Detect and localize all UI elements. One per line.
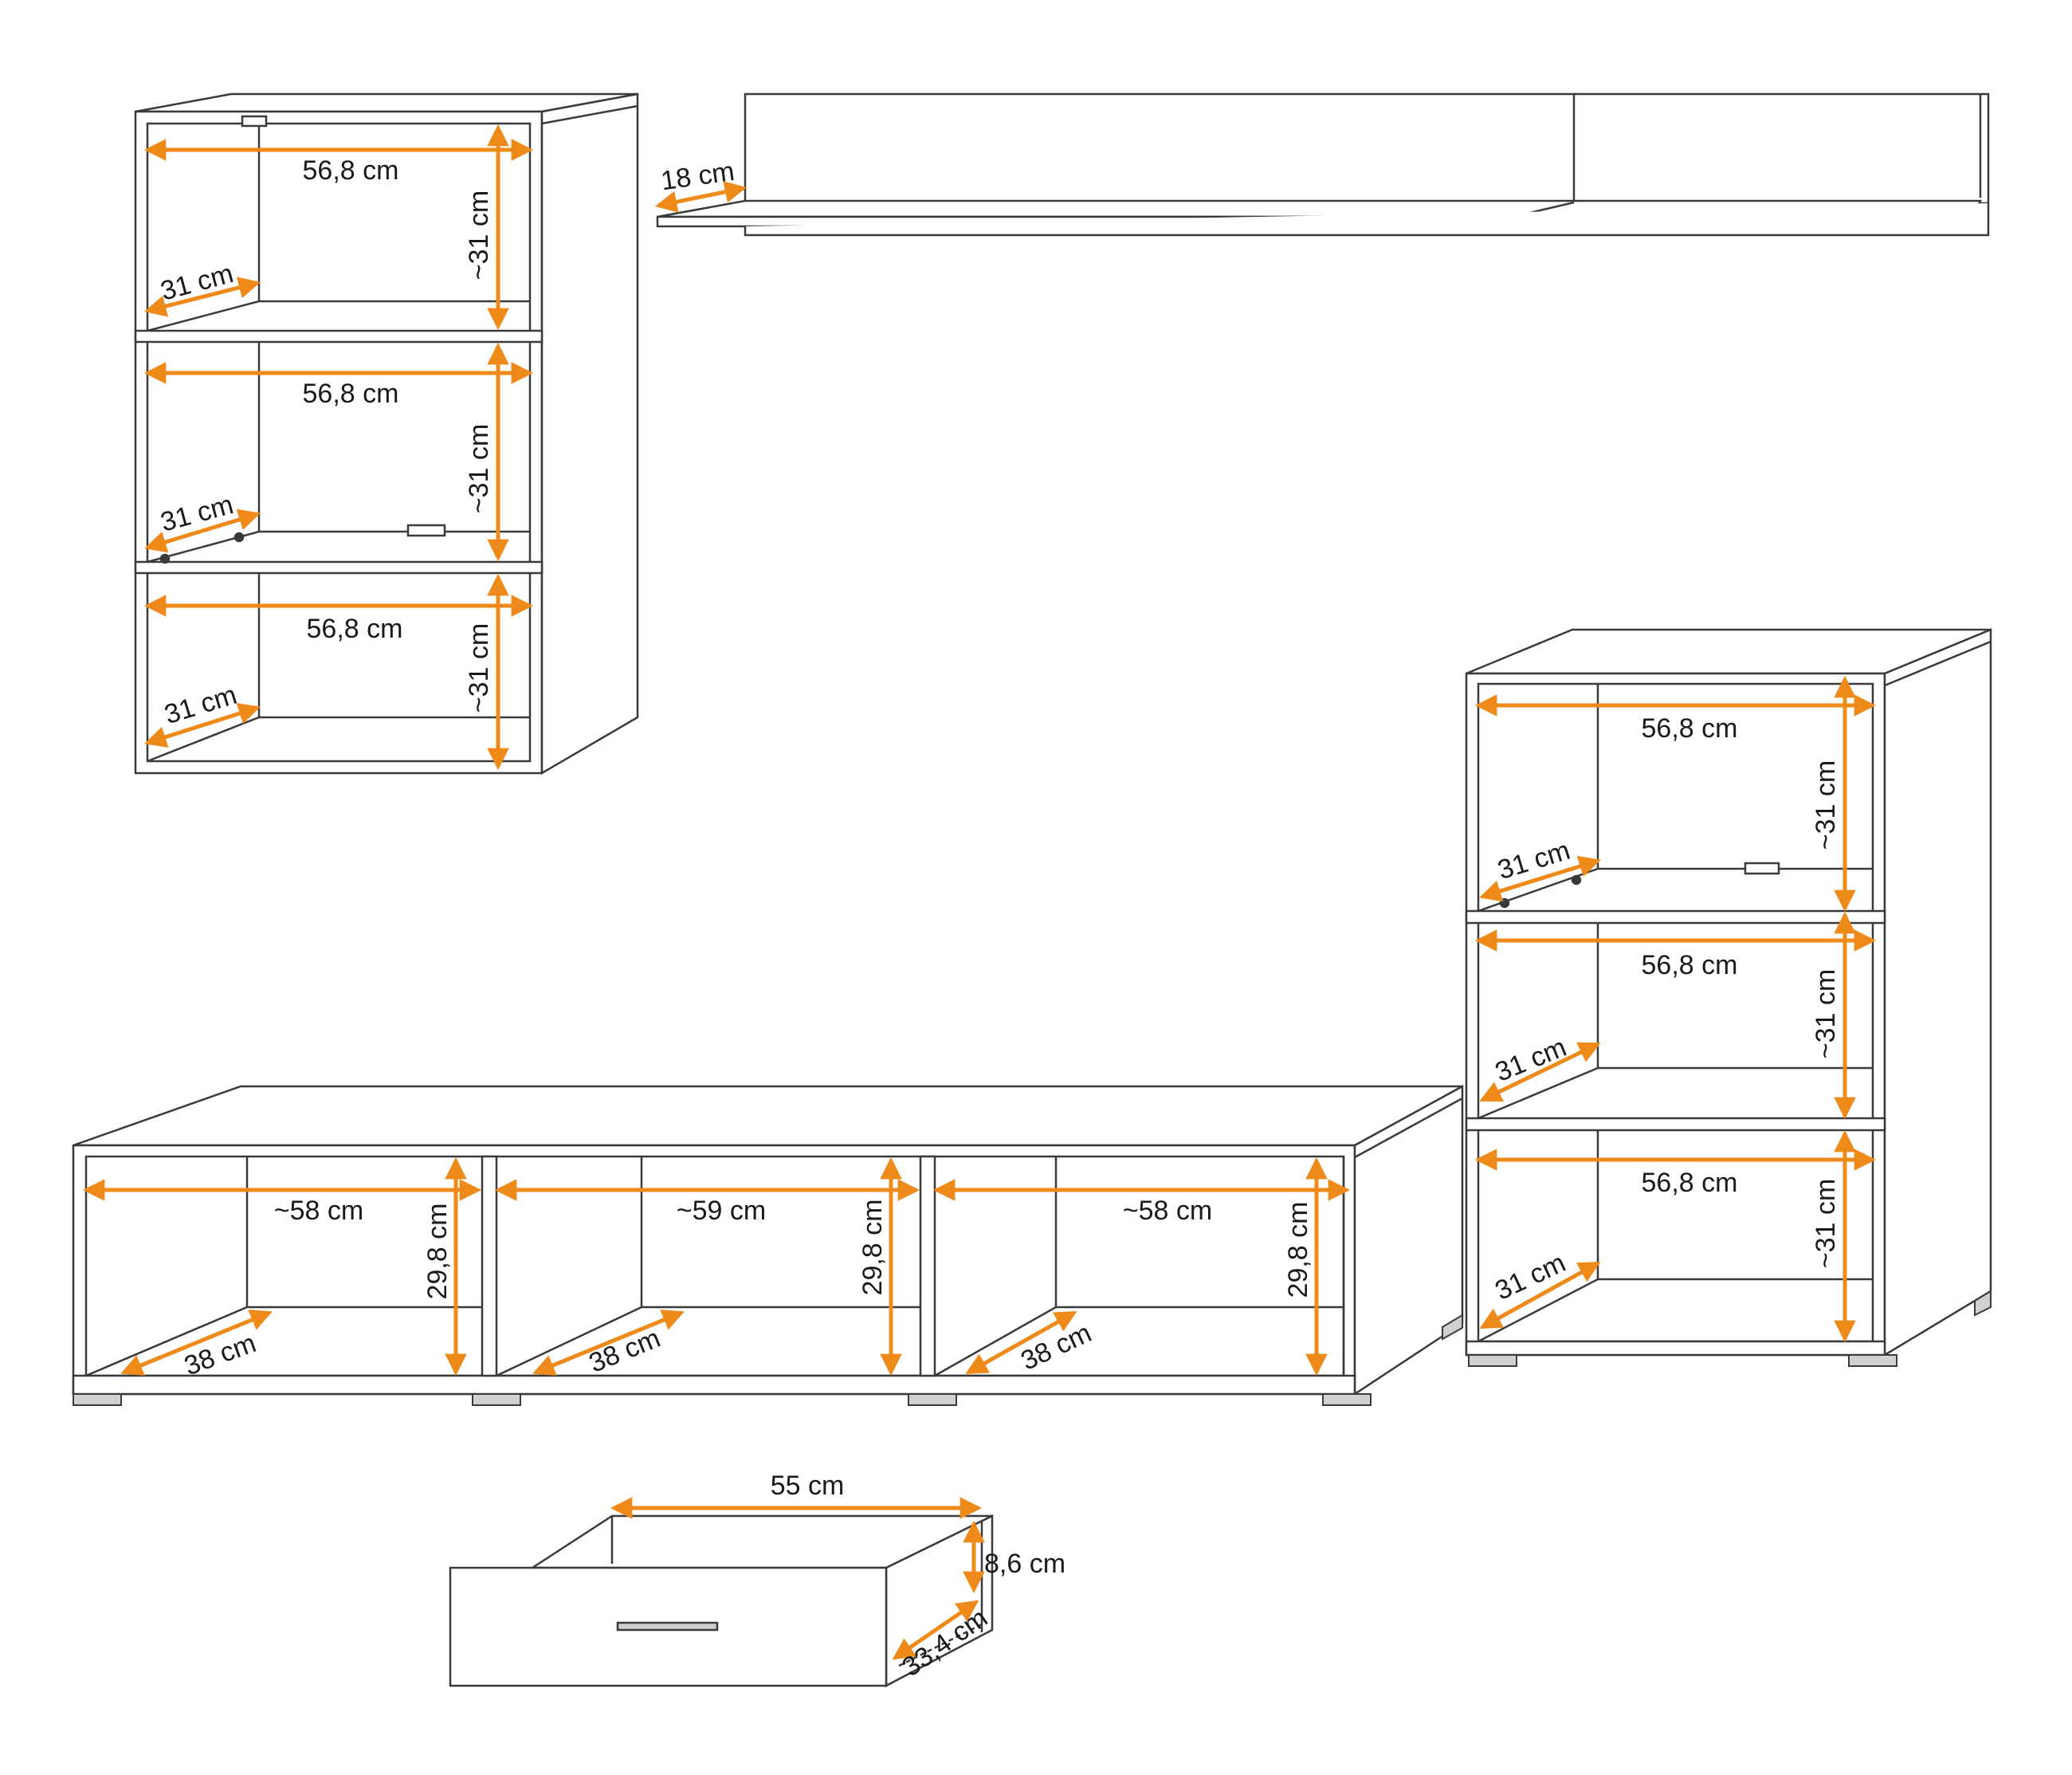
standing-cabinet-foot-1	[1468, 1354, 1517, 1367]
tv-board	[72, 1084, 1464, 1396]
wall-cabinet-width-label-3: 56,8 cm	[307, 614, 403, 644]
standing-cabinet-depth-arrow-2	[1479, 1042, 1601, 1102]
standing-cabinet-width-label-3: 56,8 cm	[1642, 1168, 1738, 1198]
standing-cabinet-feet	[1468, 1290, 1992, 1367]
wall-cabinet-depth-arrow-1	[144, 277, 261, 317]
wall-shelf-dimensions	[654, 181, 748, 213]
standing-cabinet-height-label-1: ~31 cm	[1811, 760, 1841, 850]
tv-board-dimensions	[82, 1156, 1351, 1376]
tv-board-foot-1	[73, 1393, 122, 1406]
drawer-depth-arrow	[892, 1600, 979, 1660]
standing-cabinet-height-label-2: ~31 cm	[1811, 969, 1841, 1058]
tv-board-foot-4	[1322, 1393, 1372, 1406]
tv-board-width-label-2: ~59 cm	[677, 1196, 766, 1226]
wall-cabinet-width-label-1: 56,8 cm	[303, 155, 399, 186]
drawer-width-label: 55 cm	[771, 1471, 845, 1501]
standing-cabinet-width-label-1: 56,8 cm	[1642, 713, 1738, 744]
wall-shelf-depth-arrow	[654, 181, 748, 213]
standing-cabinet-height-label-3: ~31 cm	[1811, 1179, 1841, 1268]
tv-board-height-label-3: 29,8 cm	[1283, 1202, 1313, 1298]
wall-cabinet	[134, 92, 639, 776]
tv-board-depth-arrow-3	[965, 1310, 1077, 1375]
wall-shelf	[656, 92, 1990, 237]
tv-board-width-label-3: ~58 cm	[1123, 1196, 1212, 1226]
wall-cabinet-width-label-2: 56,8 cm	[303, 379, 399, 409]
standing-cabinet-foot-3	[1974, 1290, 1992, 1317]
standing-cabinet-dimensions	[1474, 675, 1877, 1343]
wall-cabinet-height-label-1: ~31 cm	[464, 190, 494, 280]
tv-board-height-label-1: 29,8 cm	[422, 1204, 453, 1300]
drawer-height-label: 8,6 cm	[984, 1549, 1065, 1579]
tv-board-foot-5	[1442, 1314, 1463, 1341]
tv-board-foot-3	[908, 1393, 957, 1406]
standing-cabinet-depth-arrow-3	[1479, 1261, 1601, 1329]
tv-board-foot-2	[472, 1393, 521, 1406]
wall-cabinet-depth-arrow-3	[144, 703, 261, 748]
tv-board-depth-arrow-1	[120, 1310, 273, 1376]
tv-board-feet	[73, 1314, 1463, 1406]
wall-cabinet-height-label-2: ~31 cm	[464, 424, 494, 513]
tv-board-height-label-2: 29,8 cm	[857, 1200, 888, 1296]
tv-board-width-label-1: ~58 cm	[274, 1196, 363, 1226]
wall-cabinet-depth-arrow-2	[144, 509, 261, 553]
standing-cabinet-width-label-2: 56,8 cm	[1642, 950, 1738, 980]
standing-cabinet-foot-2	[1848, 1354, 1897, 1367]
tv-board-depth-arrow-2	[532, 1310, 685, 1376]
standing-cabinet	[1465, 628, 1992, 1357]
wall-cabinet-dimensions	[143, 124, 534, 771]
drawer-dimensions	[610, 1497, 985, 1660]
drawer-handle[interactable]	[616, 1621, 719, 1632]
standing-cabinet-depth-arrow-1	[1479, 855, 1601, 902]
wall-cabinet-height-label-3: ~31 cm	[464, 623, 494, 713]
